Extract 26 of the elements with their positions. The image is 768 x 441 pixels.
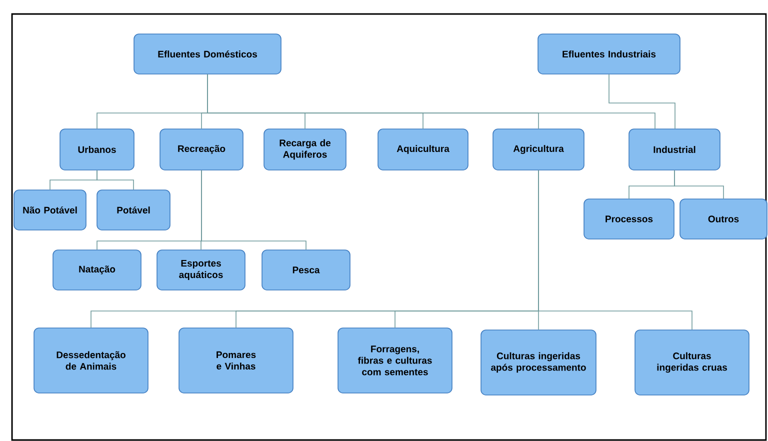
category-box: Pesca: [262, 250, 350, 290]
category-box: Recarga de Aquiferos: [264, 128, 346, 170]
category-box: Esportes aquáticos: [156, 250, 246, 290]
connector-line: [608, 74, 676, 129]
category-box: Urbanos: [60, 128, 134, 170]
category-box: Efluentes Domésticos: [134, 34, 282, 74]
category-box: Processos: [584, 198, 674, 240]
category-box: Pomares e Vinhas: [178, 328, 294, 394]
category-box: Industrial: [628, 128, 720, 170]
category-box: Outros: [680, 198, 768, 240]
category-box: Recreação: [160, 128, 244, 170]
category-box: Culturas ingeridas após processamento: [480, 330, 596, 396]
connector-line: [207, 74, 656, 129]
connector-line: [201, 170, 306, 250]
category-box: Não Potável: [14, 190, 86, 230]
category-box: Culturas ingeridas cruas: [634, 330, 750, 396]
category-box: Natação: [52, 250, 142, 290]
category-box: Agricultura: [492, 128, 584, 170]
category-box: Dessedentação de Animais: [34, 328, 148, 394]
connector-line: [538, 170, 692, 330]
category-box: Efluentes Industriais: [538, 34, 680, 74]
connector-line: [674, 170, 724, 199]
connector-line: [96, 170, 134, 190]
category-box: Potável: [96, 190, 170, 230]
category-box: Aquicultura: [378, 128, 468, 170]
category-box: Forragens, fibras e culturas com sementes: [338, 328, 452, 394]
